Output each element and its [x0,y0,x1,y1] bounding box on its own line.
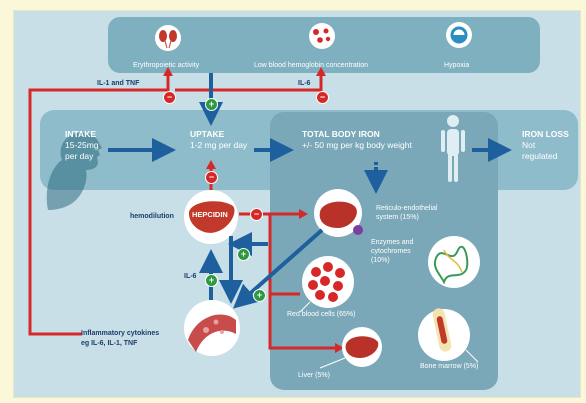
il6-left-label: IL-6 [184,273,196,281]
red-blood-cells-icon [302,256,354,308]
intake-title: INTAKE [65,130,96,140]
iron-loss-value-2: regulated [522,152,557,162]
minus-badge-il6: − [316,91,329,104]
minus-badge-hepcidin-re: − [250,208,263,221]
rbc-label: Red blood cells (65%) [287,311,355,319]
hypoxia-label: Hypoxia [444,62,469,70]
enzymes-label-3: (10%) [371,257,390,265]
hypoxia-icon [446,22,472,48]
reticulo-label-1: Reticulo-endothelial [376,205,437,213]
inflammation-vessel-icon [184,300,240,356]
plus-badge-il6: + [205,274,218,287]
plus-badge-re: + [253,289,266,302]
il6-top-label: IL-6 [298,80,310,88]
iron-loss-value-1: Not [522,141,535,151]
total-iron-title: TOTAL BODY IRON [302,130,380,140]
plus-badge-uptake: + [205,98,218,111]
plus-badge-feedback: + [237,248,250,261]
enzyme-molecule-icon [428,236,480,288]
erythropoietic-label: Erythropoietic activity [133,62,199,70]
enzymes-label-1: Enzymes and [371,239,413,247]
enzymes-label-2: cytochromes [371,248,411,256]
liver-icon [342,327,382,367]
marrow-label: Bone marrow (5%) [420,363,478,371]
minus-badge-hepcidin-uptake: − [205,171,218,184]
uptake-value: 1-2 mg per day [190,141,247,151]
minus-badge-il1: − [163,91,176,104]
hemodilution-label: hemodilution [130,213,174,221]
blood-cells-icon [309,23,335,49]
iron-loss-title: IRON LOSS [522,130,569,140]
liver-label: Liver (5%) [298,372,330,380]
intake-unit: per day [65,152,93,162]
il1-tnf-label: IL-1 and TNF [97,80,139,88]
inflammation-label-1: Inflammatory cytokines [81,330,159,338]
inflammation-label-2: eg IL-6, IL-1, TNF [81,340,137,348]
reticulo-label-2: system (15%) [376,214,419,222]
hepcidin-label: HEPCIDIN [192,211,228,220]
kidney-icon [155,25,181,51]
total-iron-value: +/- 50 mg per kg body weight [302,141,412,151]
low-hemoglobin-label: Low blood hemoglobin concentration [254,62,368,70]
intake-value: 15-25mg [65,141,99,151]
uptake-title: UPTAKE [190,130,224,140]
